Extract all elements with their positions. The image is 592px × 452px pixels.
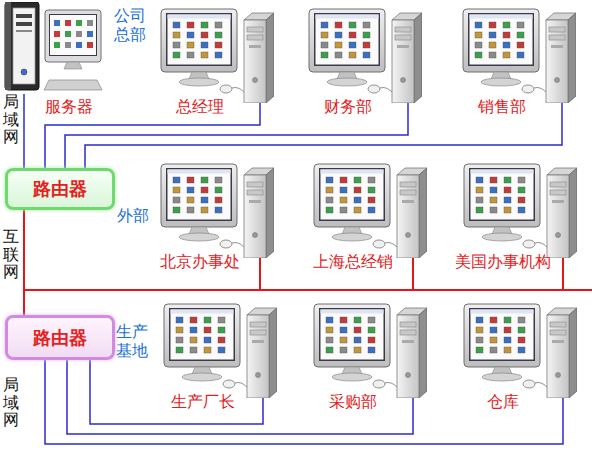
computer-label: 生产厂长 <box>171 393 235 411</box>
computer-label: 采购部 <box>329 393 377 411</box>
computer-icon <box>308 8 422 103</box>
computer-label: 仓库 <box>487 393 519 411</box>
computer: 仓库 <box>463 303 577 398</box>
computer-label: 总经理 <box>176 98 224 116</box>
computer-icon <box>160 163 274 258</box>
computer-icon <box>463 163 577 258</box>
computer-label: 美国办事机构 <box>455 253 551 271</box>
computer: 上海总经销 <box>313 163 427 258</box>
computer: 销售部 <box>462 8 576 103</box>
group-label: 生产基地 <box>116 322 148 360</box>
network-label: 互联网 <box>3 228 19 281</box>
router-box: 路由器 <box>5 168 115 210</box>
computer: 美国办事机构 <box>463 163 577 258</box>
computer: 总经理 <box>160 8 274 103</box>
router-label: 路由器 <box>33 178 87 200</box>
lan-cable <box>23 94 25 168</box>
router-box: 路由器 <box>5 315 115 360</box>
computer-label: 销售部 <box>478 98 526 116</box>
server-label: 服务器 <box>45 98 93 116</box>
router-label: 路由器 <box>33 327 87 349</box>
computer-icon <box>313 163 427 258</box>
computer-label: 财务部 <box>324 98 372 116</box>
computer-icon <box>160 8 274 103</box>
computer-icon <box>163 303 277 398</box>
computer: 财务部 <box>308 8 422 103</box>
server-icon <box>3 2 103 94</box>
computer-icon <box>462 8 576 103</box>
network-label: 局域网 <box>3 376 19 429</box>
computer: 北京办事处 <box>160 163 274 258</box>
group-label: 公司总部 <box>114 6 146 44</box>
group-label: 外部 <box>117 206 149 225</box>
lan-cable <box>67 360 413 434</box>
computer: 生产厂长 <box>163 303 277 398</box>
computer-icon <box>463 303 577 398</box>
computer-label: 上海总经销 <box>313 253 393 271</box>
computer: 采购部 <box>313 303 427 398</box>
server-computer: 服务器 <box>3 2 103 94</box>
lan-cable <box>90 360 263 424</box>
computer-label: 北京办事处 <box>160 253 240 271</box>
lan-cable <box>45 360 563 444</box>
computer-icon <box>313 303 427 398</box>
network-label: 局域网 <box>3 93 19 146</box>
